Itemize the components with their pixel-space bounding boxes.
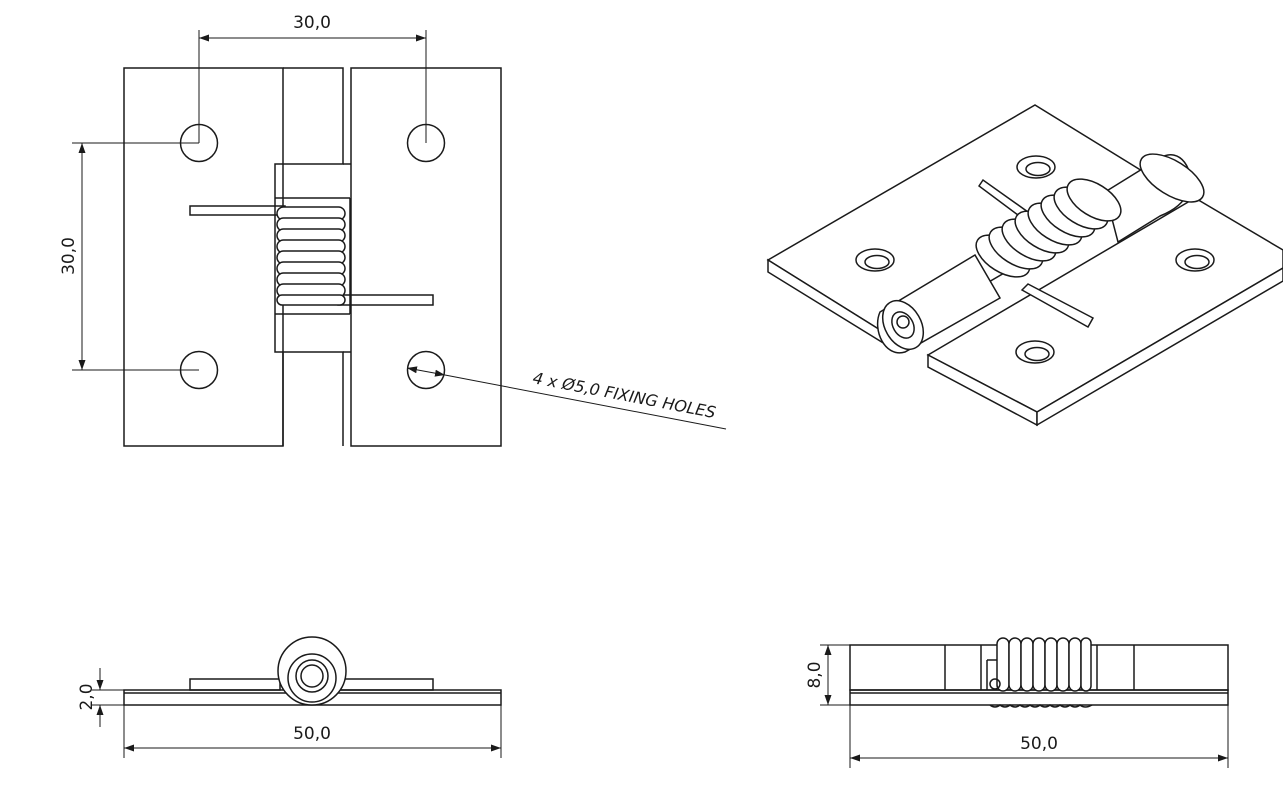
spring-legs <box>189 678 281 691</box>
svg-text:2,0: 2,0 <box>77 683 97 710</box>
top-view: 30,0 30,0 4 x Ø5,0 FIXING HOLES <box>59 13 727 447</box>
svg-text:50,0: 50,0 <box>293 724 331 744</box>
isometric-view <box>766 104 1283 427</box>
iso-spring-leg-bottom <box>1020 283 1095 329</box>
dimension-side-width: 50,0 <box>849 705 1229 768</box>
side-spring-coils <box>982 637 1096 708</box>
pin-hole <box>295 659 329 693</box>
spring-leg-right <box>337 294 434 306</box>
holes-leader: 4 x Ø5,0 FIXING HOLES <box>406 366 727 430</box>
knuckle-outer <box>277 636 347 706</box>
svg-text:4 x Ø5,0 FIXING HOLES: 4 x Ø5,0 FIXING HOLES <box>531 368 717 422</box>
spring-housing <box>274 163 283 353</box>
iso-knuckles <box>876 153 1205 354</box>
svg-text:30,0: 30,0 <box>293 13 331 33</box>
dimension-side-height: 8,0 <box>805 644 850 706</box>
fixing-hole <box>406 350 446 390</box>
svg-text:50,0: 50,0 <box>1020 734 1058 754</box>
side-knuckles <box>849 644 1229 691</box>
svg-text:30,0: 30,0 <box>59 237 79 275</box>
side-view: 8,0 50,0 <box>805 637 1229 768</box>
dimension-top-vertical: 30,0 <box>59 142 199 371</box>
right-leaf <box>350 67 502 447</box>
iso-spring-coils <box>975 178 1122 278</box>
top-knuckle <box>283 67 344 165</box>
front-view: 2,0 50,0 <box>77 636 502 758</box>
dimension-front-width: 50,0 <box>123 705 502 758</box>
spring-leg-left <box>189 205 286 216</box>
bottom-knuckle <box>282 351 344 446</box>
dimension-top-horizontal: 30,0 <box>198 13 427 143</box>
spring-coils <box>276 206 346 306</box>
dimension-front-thickness: 2,0 <box>77 668 124 727</box>
svg-text:8,0: 8,0 <box>805 661 825 688</box>
